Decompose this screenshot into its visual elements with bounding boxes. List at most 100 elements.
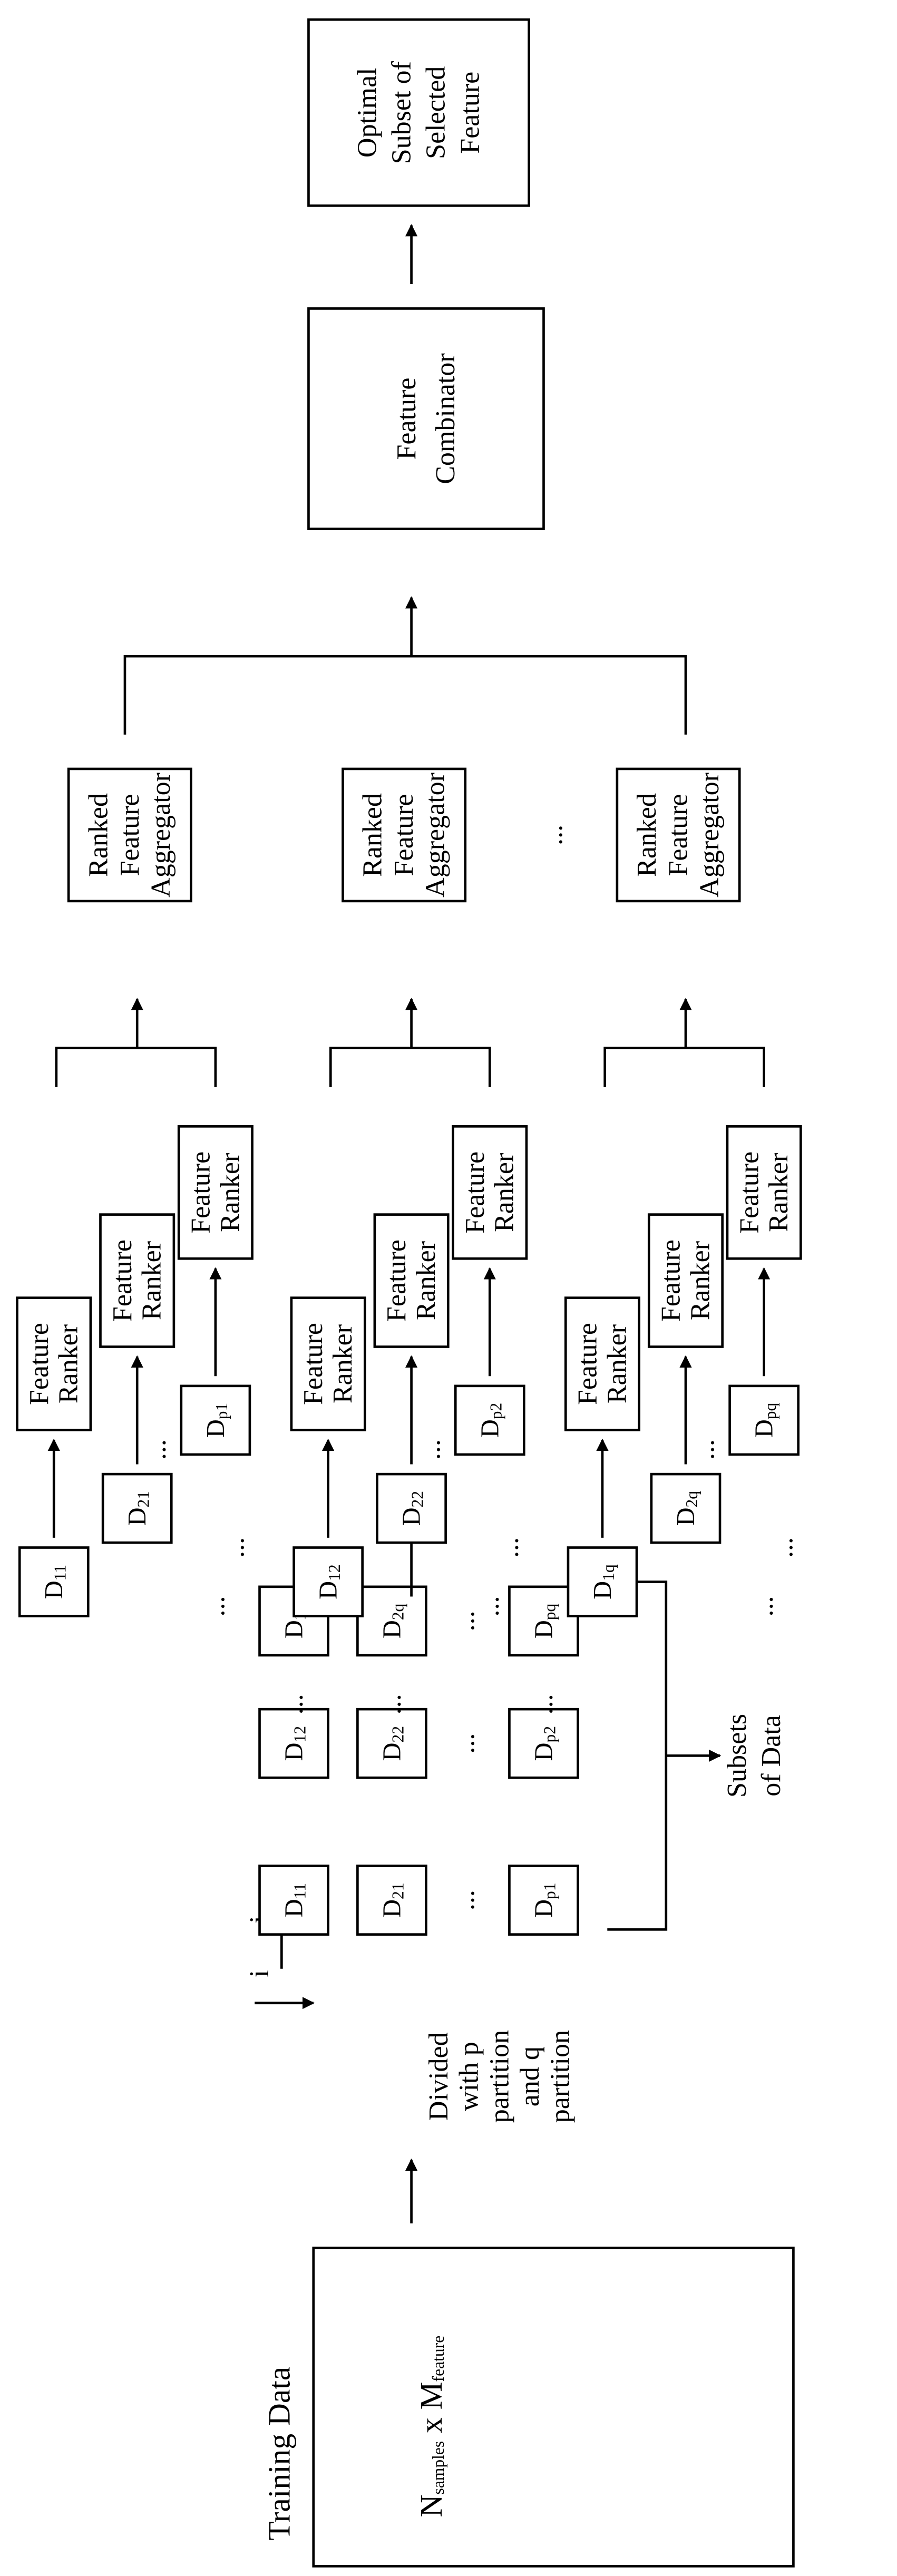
grid-cell-3-3: [508, 1585, 579, 1657]
group-2-aggregator-text-line-2: Feature: [389, 794, 419, 876]
group-3-aggregator-text-line-1: Ranked: [632, 793, 662, 877]
grid-cell-label-1-1: D11: [280, 1883, 309, 1917]
grid-cell-label-3-3: Dpq: [530, 1603, 559, 1638]
group-1-feature-ranker-text-3-line-2: Ranker: [215, 1153, 245, 1232]
group-1-feature-ranker-text-2-line-1: Feature: [108, 1240, 138, 1322]
grid-cell-2-1: [356, 1865, 427, 1936]
subsets-label-line-1: Subsets: [722, 1714, 752, 1798]
output-text-line-1: Optimal: [352, 67, 382, 157]
group-3-feature-ranker-1: [564, 1296, 641, 1431]
group-3-subset-2: [650, 1472, 721, 1544]
grid-cell-3-1: [508, 1865, 579, 1936]
group-3-aggregator-text-line-3: Aggregator: [695, 773, 725, 897]
group-1-feature-ranker-text-1-line-1: Feature: [24, 1323, 54, 1405]
group-1-feature-ranker-text-3-line-1: Feature: [186, 1152, 216, 1234]
grid-ellipsis-col-2: ...: [450, 1733, 480, 1754]
group-2-subset-label-3: Dp2: [476, 1403, 505, 1438]
group-2-subset-3: [454, 1384, 525, 1456]
group-1-ellipsis-c: ...: [142, 1439, 172, 1460]
group-3-subset-label-3: Dpq: [750, 1402, 779, 1438]
group-1-subset-label-3: Dp1: [201, 1403, 230, 1438]
training-data-box: [312, 2247, 795, 2568]
group-2-subset-1: [292, 1546, 364, 1617]
grid-cell-1-2: [258, 1707, 329, 1779]
group-2-subset-label-2: D22: [397, 1491, 426, 1526]
grid-ellipsis-col-1: ...: [450, 1890, 480, 1910]
feature-combinator-box: [307, 307, 545, 530]
group-1-subset-1: [18, 1546, 90, 1617]
grid-cell-1-1: [258, 1865, 329, 1936]
group-3-ranker-bracket: [603, 1047, 765, 1087]
group-2-ellipsis-b: ...: [494, 1537, 524, 1558]
group-2-ranker-bracket: [329, 1047, 491, 1087]
group-2-feature-ranker-text-3-line-2: Ranker: [490, 1153, 520, 1232]
aggregator-ellipsis: ...: [539, 825, 569, 845]
subsets-label-line-2: of Data: [756, 1715, 786, 1797]
output-text-line-4: Feature: [455, 72, 485, 154]
group-1-feature-ranker-text-2-line-2: Ranker: [137, 1241, 167, 1320]
group-1-feature-ranker-text-1-line-2: Ranker: [54, 1324, 84, 1403]
training-data-dimensions: Nsamples x Mfeature: [414, 2336, 448, 2518]
group-1-feature-ranker-2: [99, 1213, 175, 1348]
group-2-aggregator-text-line-3: Aggregator: [421, 773, 451, 897]
group-3-ellipsis-b: ...: [768, 1537, 798, 1558]
group-2-feature-ranker-3: [452, 1125, 528, 1260]
group-3-feature-ranker-text-1-line-2: Ranker: [602, 1324, 632, 1403]
grid-ellipsis-row-1: ...: [279, 1694, 309, 1714]
group-3-subset-label-1: D1q: [589, 1564, 618, 1599]
group-2-aggregator-text-line-1: Ranked: [358, 793, 388, 877]
feature-combinator-text-line-2: Combinator: [431, 353, 461, 484]
grid-cell-label-2-2: D22: [378, 1726, 407, 1761]
group-1-ellipsis-a: ...: [200, 1596, 230, 1617]
group-3-feature-ranker-text-3-line-1: Feature: [734, 1152, 764, 1234]
training-data-title: Training Data: [262, 2367, 297, 2541]
subsets-bracket: [607, 1580, 668, 1931]
group-3-feature-ranker-2: [647, 1213, 724, 1348]
group-3-aggregator-box: [616, 767, 741, 903]
group-2-feature-ranker-text-1-line-2: Ranker: [328, 1324, 358, 1403]
group-2-feature-ranker-text-3-line-1: Feature: [460, 1152, 490, 1234]
group-2-ellipsis-c: ...: [416, 1439, 446, 1460]
group-1-subset-label-2: D21: [123, 1491, 152, 1526]
group-3-feature-ranker-text-3-line-2: Ranker: [764, 1153, 794, 1232]
group-3-feature-ranker-text-2-line-2: Ranker: [685, 1241, 715, 1320]
group-2-ellipsis-a: ...: [475, 1596, 505, 1617]
group-3-aggregator-text-line-2: Feature: [664, 794, 694, 876]
group-2-feature-ranker-text-1-line-1: Feature: [298, 1323, 328, 1405]
group-1-ellipsis-b: ...: [220, 1537, 250, 1558]
group-1-subset-label-1: D11: [40, 1565, 69, 1599]
group-3-subset-label-2: D2q: [671, 1491, 700, 1526]
output-text-line-3: Selected: [421, 66, 451, 159]
group-1-subset-3: [180, 1384, 251, 1456]
group-2-subset-2: [376, 1472, 447, 1544]
grid-cell-label-2-1: D21: [378, 1882, 407, 1917]
grid-cell-label-3-2: Dp2: [530, 1726, 559, 1761]
axis-i-label: i: [245, 1970, 275, 1977]
divided-label-line-3: partition: [484, 2030, 514, 2123]
group-1-aggregator-box: [67, 767, 192, 903]
divided-label-line-1: Divided: [424, 2032, 454, 2121]
output-box: [307, 18, 530, 207]
grid-ellipsis-row-3: ...: [529, 1694, 559, 1714]
output-text-line-2: Subset of: [387, 61, 417, 164]
grid-cell-3-2: [508, 1707, 579, 1779]
divided-label-line-5: partition: [545, 2030, 576, 2123]
feature-combinator-text-line-1: Feature: [392, 378, 422, 460]
group-3-feature-ranker-text-2-line-1: Feature: [656, 1240, 686, 1322]
grid-ellipsis-col-3: ...: [450, 1611, 480, 1631]
group-3-subset-1: [567, 1546, 638, 1617]
group-3-feature-ranker-3: [726, 1125, 802, 1260]
grid-ellipsis-row-2: ...: [377, 1694, 407, 1714]
group-2-feature-ranker-text-2-line-1: Feature: [382, 1240, 412, 1322]
grid-cell-label-2-3: D2q: [378, 1603, 407, 1638]
grid-cell-2-2: [356, 1707, 427, 1779]
group-3-feature-ranker-text-1-line-1: Feature: [573, 1323, 603, 1405]
divided-label-line-4: and q: [515, 2046, 545, 2106]
group-3-ellipsis-c: ...: [690, 1439, 720, 1460]
group-3-subset-3: [728, 1384, 800, 1456]
divided-label-line-2: with p: [454, 2042, 484, 2111]
grid-cell-label-3-1: Dp1: [530, 1882, 559, 1917]
group-2-subset-label-1: D12: [314, 1564, 343, 1599]
group-1-feature-ranker-3: [177, 1125, 253, 1260]
